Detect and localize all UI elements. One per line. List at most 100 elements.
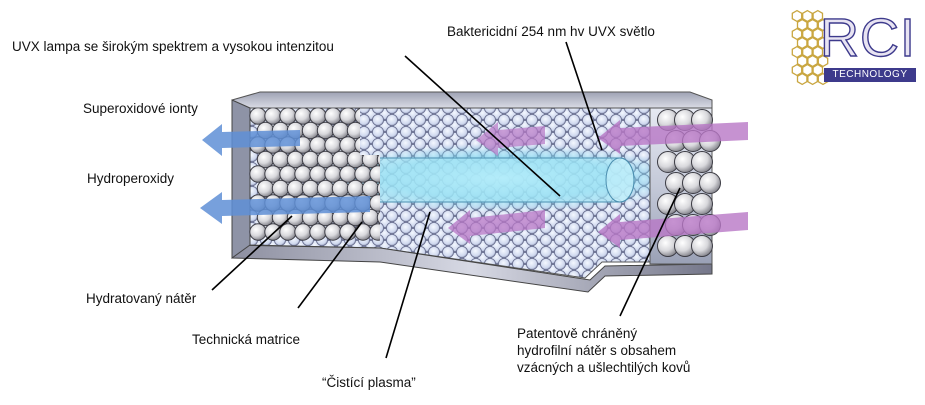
matrix-tube: [286, 150, 305, 169]
logo-hex-cell: [791, 63, 803, 77]
inflow-arrow-upper: [598, 120, 748, 154]
matrix-tube: [264, 223, 282, 241]
matrix-tube: [301, 121, 320, 140]
uv-lamp-tube-end: [605, 157, 635, 203]
matrix-tube: [301, 179, 320, 198]
logo-hex-cell: [807, 54, 818, 68]
logo-hex-cell: [812, 9, 824, 23]
matrix-tube: [376, 179, 380, 198]
logo-text: RCI: [819, 8, 916, 68]
logo-hex-cell: [796, 54, 808, 68]
label-patent-line-1: Patentově chráněný: [517, 326, 638, 341]
leader-lines: [211, 41, 681, 359]
label-hydroperoxides: Hydroperoxidy: [87, 171, 175, 186]
logo-hex-cell: [812, 45, 824, 59]
matrix-tube: [339, 165, 357, 183]
leader-hydrated-coating: [211, 215, 293, 291]
matrix-tube: [256, 150, 275, 169]
logo-hex-cell: [817, 18, 829, 32]
matrix-tube: [324, 108, 342, 125]
matrix-tube: [346, 179, 365, 198]
leader-cleaning-plasma: [385, 211, 431, 359]
label-patent-line-3: vzácných a ušlechtilých kovů: [517, 360, 691, 375]
matrix-tube: [271, 150, 290, 169]
matrix-tube: [369, 223, 380, 241]
label-superoxide-ions: Superoxidové ionty: [83, 101, 198, 116]
inflow-arrows: [448, 120, 748, 248]
matrix-tube: [309, 136, 327, 154]
label-bactericidal-light: Baktericidní 254 nm hv UVX světlo: [447, 24, 655, 39]
matrix-tube: [354, 165, 372, 183]
leader-technical-matrix: [297, 221, 363, 309]
logo-hex-cell: [817, 54, 829, 68]
rci-technology-logo: RCI TECHNOLOGY: [790, 8, 920, 90]
logo-hex-cell: [791, 9, 803, 23]
matrix-tube: [271, 179, 290, 198]
logo-hex-cell: [802, 63, 813, 77]
label-patent-coating: Patentově chráněný hydrofilní nátěr s ob…: [517, 325, 747, 376]
matrix-tube: [309, 108, 327, 125]
matrix-tube: [316, 150, 335, 169]
inflow-arrow-inner: [448, 210, 545, 244]
leader-uvx-lamp: [404, 55, 561, 197]
matrix-tube: [316, 179, 335, 198]
matrix-tube: [279, 165, 297, 183]
label-uvx-lamp: UVX lampa se širokým spektrem a vysokou …: [12, 39, 334, 54]
matrix-tube: [324, 136, 342, 154]
matrix-tube: [354, 223, 372, 241]
logo-subtext: TECHNOLOGY: [824, 68, 916, 82]
matrix-tube: [301, 150, 320, 169]
matrix-tube: [286, 179, 305, 198]
matrix-tube: [331, 179, 350, 198]
logo-hex-cell: [791, 45, 803, 59]
matrix-tube: [279, 223, 297, 241]
matrix-tube: [331, 150, 350, 169]
logo-hex-cell: [807, 72, 818, 86]
matrix-tube: [256, 179, 275, 198]
logo-hex-cell: [817, 36, 829, 50]
matrix-tube: [376, 150, 380, 169]
matrix-tube: [369, 165, 380, 183]
logo-hex-cell: [796, 72, 808, 86]
matrix-tube: [339, 108, 357, 125]
outflow-arrows: [200, 124, 370, 224]
matrix-tube: [249, 223, 267, 241]
matrix-tube: [331, 121, 350, 140]
logo-hex-cell: [807, 18, 818, 32]
right-matrix-tube: [699, 172, 721, 194]
logo-hex-cell: [791, 27, 803, 41]
matrix-tube: [324, 165, 342, 183]
matrix-tube: [309, 165, 327, 183]
matrix-tube: [294, 165, 312, 183]
logo-hex-cell: [802, 9, 813, 23]
matrix-tube: [376, 208, 380, 227]
label-cleaning-plasma: “Čistící plasma”: [322, 375, 416, 390]
right-matrix-tube: [691, 151, 713, 173]
matrix-tube: [249, 108, 267, 125]
label-technical-matrix: Technická matrice: [192, 332, 301, 347]
logo-hex-cell: [807, 36, 818, 50]
label-patent-line-2: hydrofilní nátěr s obsahem: [517, 343, 677, 358]
logo-hex-cell: [796, 18, 808, 32]
logo-hex-cell: [802, 27, 813, 41]
uv-lamp-tube: [369, 157, 635, 203]
leader-bactericidal: [565, 41, 603, 151]
matrix-tube: [361, 179, 380, 198]
matrix-tube: [324, 223, 342, 241]
logo-hex-cell: [812, 63, 824, 77]
inflow-arrow-lower: [598, 212, 748, 248]
leader-patent-coating: [619, 187, 681, 317]
matrix-tube: [249, 165, 267, 183]
matrix-tube: [294, 108, 312, 125]
logo-hex-cell: [796, 36, 808, 50]
honeycomb-logo-mark-icon: [791, 9, 829, 86]
inflow-arrow-inner-top: [476, 122, 545, 156]
superoxide-arrow: [202, 124, 300, 156]
hydroperoxide-arrow: [200, 192, 370, 224]
matrix-tube: [309, 223, 327, 241]
matrix-tube: [294, 223, 312, 241]
logo-hex-cell: [802, 45, 813, 59]
right-matrix-tube: [691, 235, 713, 257]
